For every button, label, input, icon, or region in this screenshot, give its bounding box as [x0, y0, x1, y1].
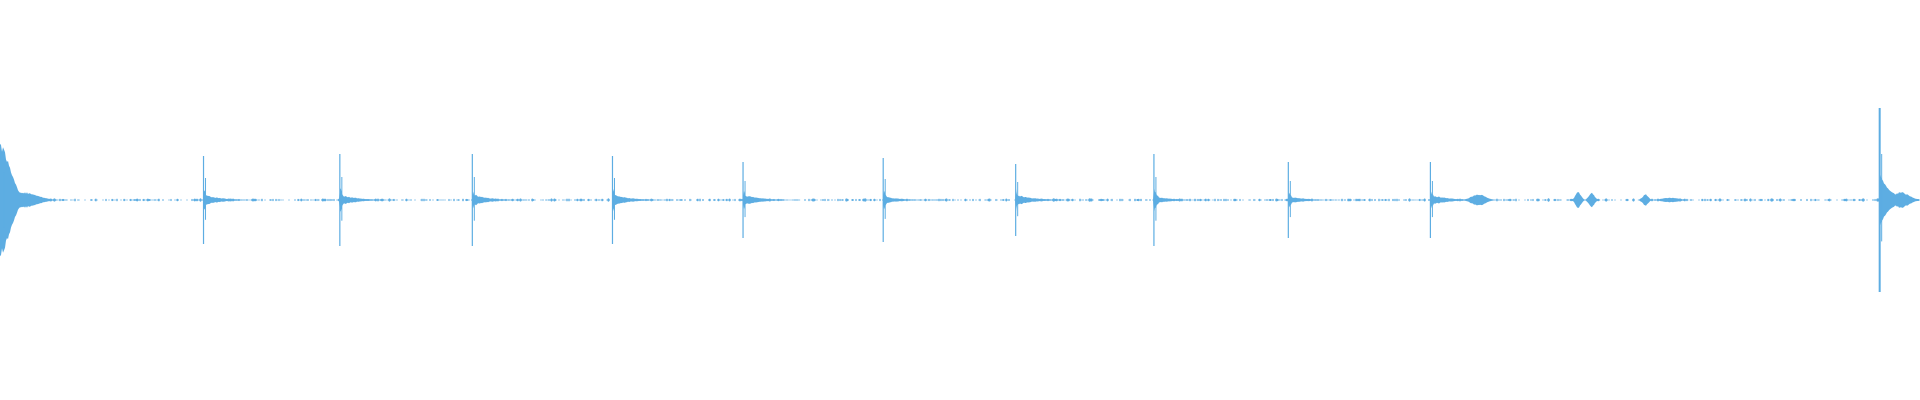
waveform-upper-half: [0, 143, 1920, 200]
waveform-lower-half: [0, 200, 1920, 257]
transient-spikes: [3, 108, 1883, 292]
